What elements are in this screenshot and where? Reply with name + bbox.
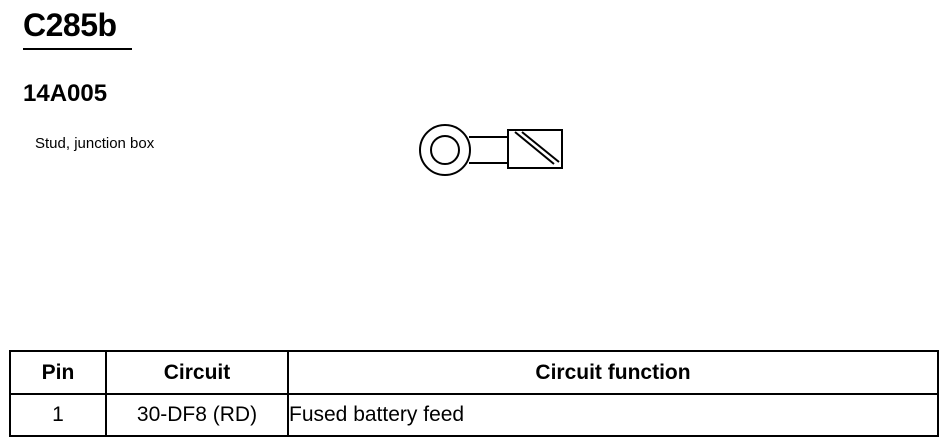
table-header-row: Pin Circuit Circuit function — [9, 350, 939, 395]
column-header-circuit-function: Circuit function — [287, 350, 939, 395]
pin-cell: 1 — [9, 393, 107, 437]
part-number: 14A005 — [23, 80, 108, 107]
connector-id: C285b — [23, 7, 117, 43]
circuit-function-cell: Fused battery feed — [287, 393, 939, 437]
ring-terminal-icon — [419, 124, 563, 176]
column-header-pin: Pin — [9, 350, 107, 395]
circuit-cell: 30-DF8 (RD) — [105, 393, 289, 437]
title-underline — [23, 48, 132, 50]
table-row: 1 30-DF8 (RD) Fused battery feed — [9, 393, 939, 437]
pin-table: Pin Circuit Circuit function 1 30-DF8 (R… — [9, 350, 939, 437]
column-header-circuit: Circuit — [105, 350, 289, 395]
connector-description: Stud, junction box — [35, 135, 155, 152]
